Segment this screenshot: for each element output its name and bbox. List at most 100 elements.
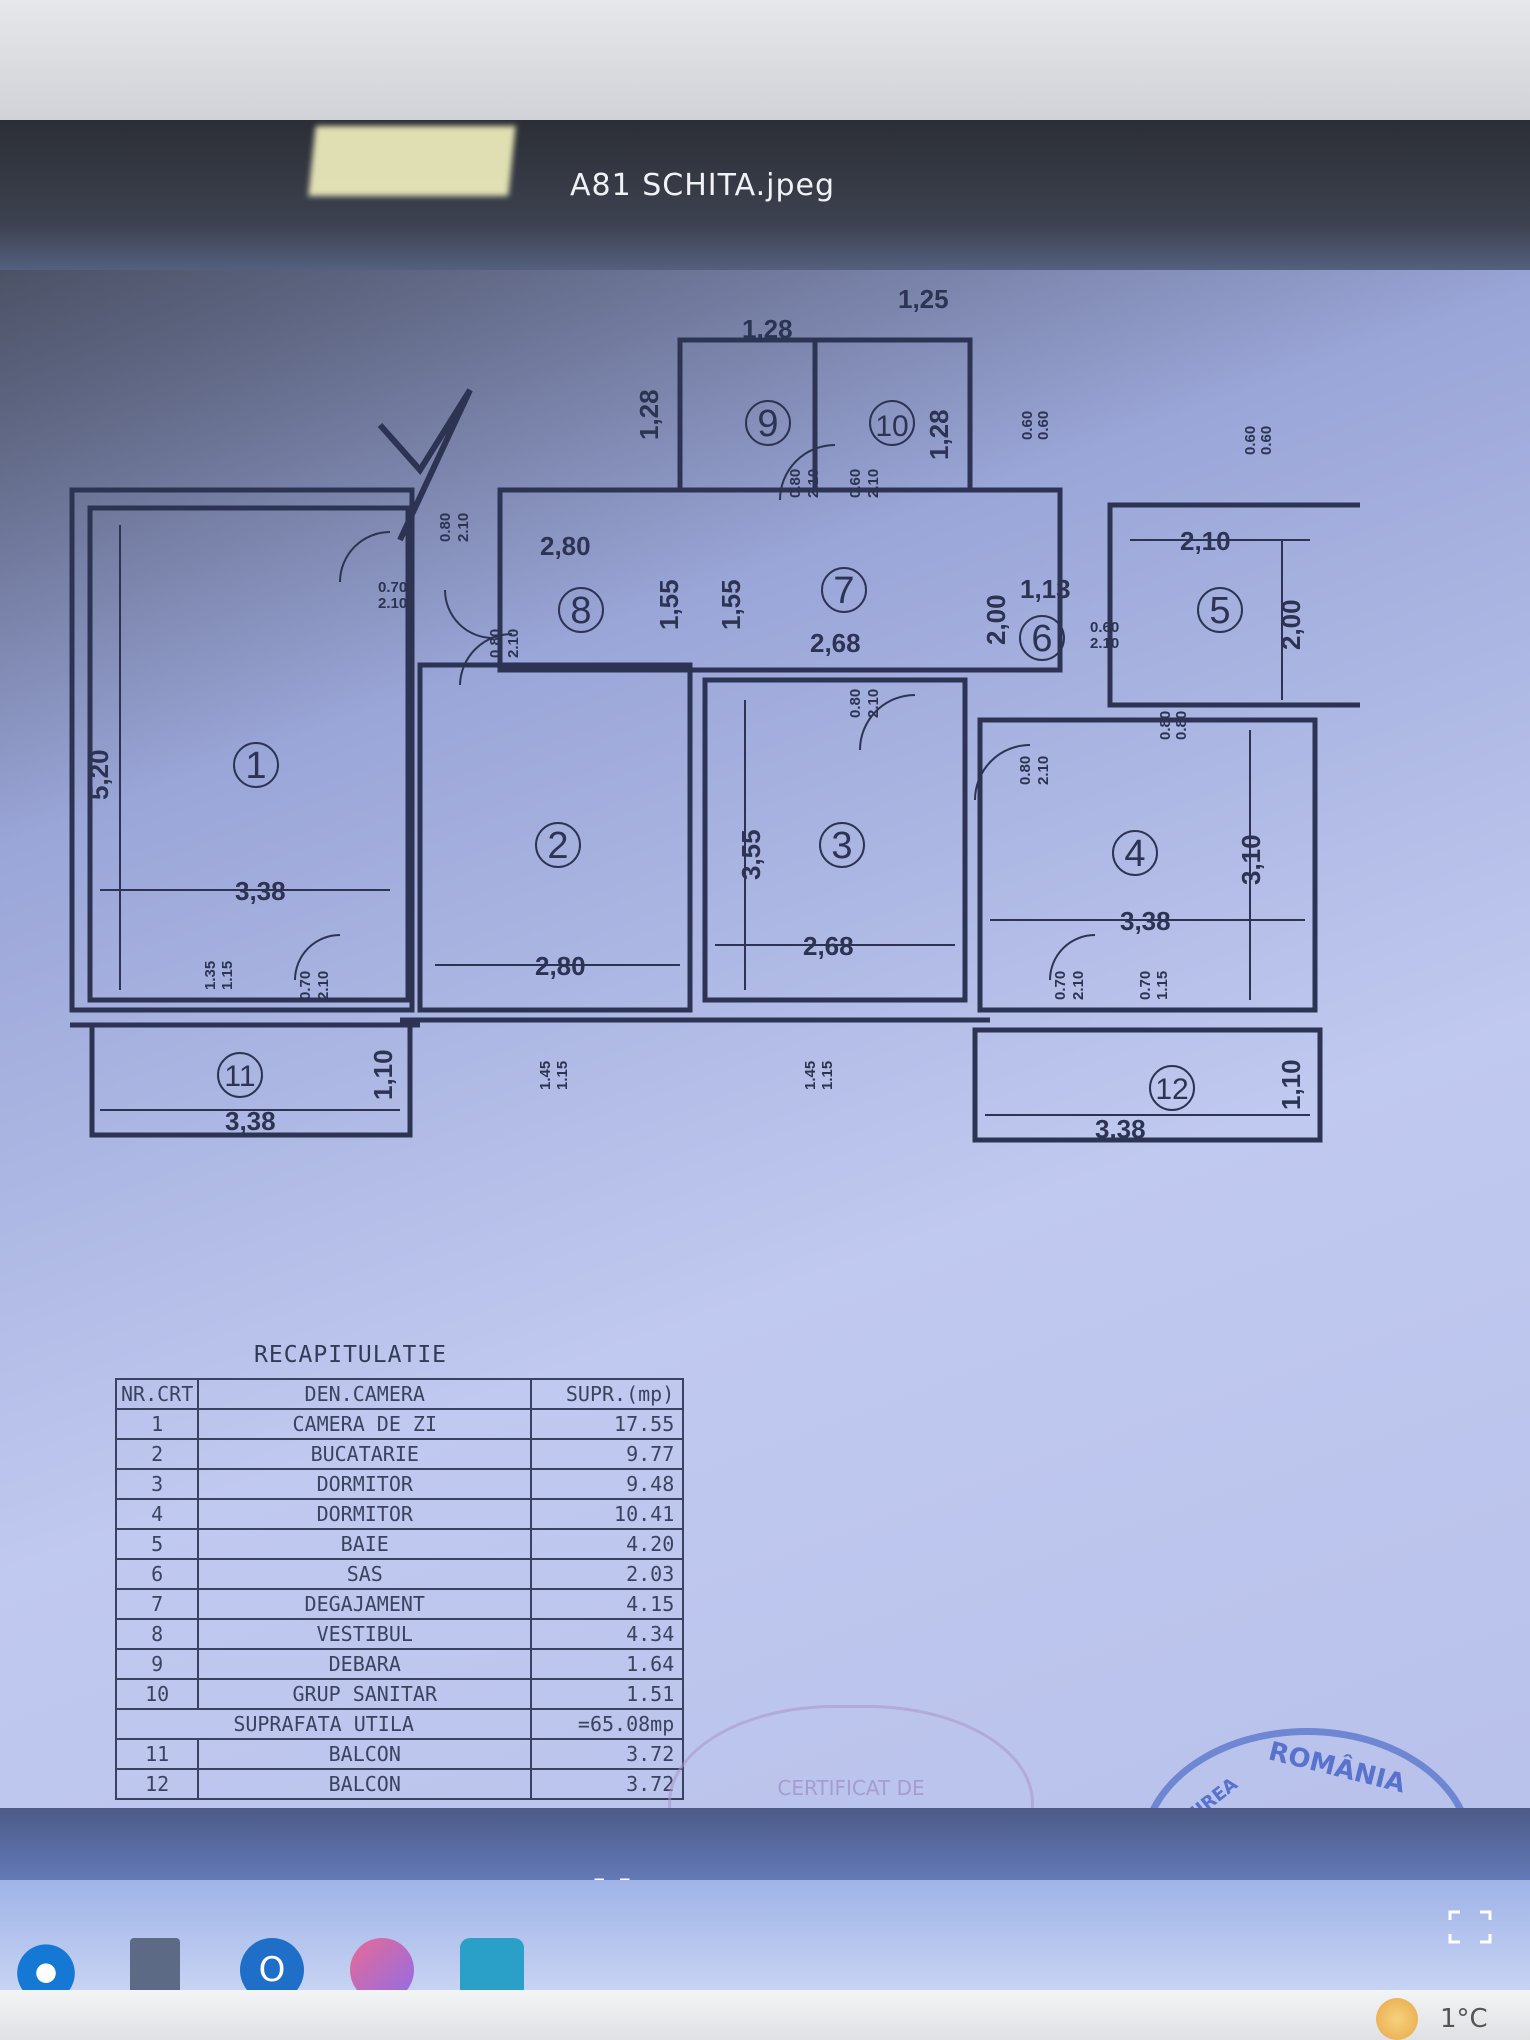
door-height-1: 2.10 <box>455 513 472 542</box>
room-number-8: 8 <box>570 590 591 632</box>
row-nr: 7 <box>114 1588 200 1620</box>
table-header-row: NR.CRT DEN.CAMERA SUPR.(mp) <box>114 1378 685 1410</box>
row-area: 3.72 <box>530 1738 685 1770</box>
seal-text-top: ROMÂNIA <box>1265 1736 1409 1800</box>
door-height-5: 2.10 <box>1090 635 1119 652</box>
dim-3-55: 3,55 <box>736 829 766 880</box>
fullscreen-icon[interactable] <box>1448 1910 1492 1944</box>
header-area: SUPR.(mp) <box>530 1378 685 1410</box>
row-area: 3.72 <box>530 1768 685 1800</box>
recap-title: RECAPITULATIE <box>254 1342 448 1368</box>
door-width-5: 0.60 <box>1090 619 1119 636</box>
window-width-1: 1.35 <box>202 961 219 990</box>
dim-1-28-right: 1,28 <box>924 409 954 460</box>
door-height-8: 2.10 <box>1070 971 1087 1000</box>
row-nr: 11 <box>114 1738 200 1770</box>
monitor-top-bezel <box>0 0 1530 128</box>
monitor-bottom-bezel <box>0 1990 1530 2040</box>
row-nr: 9 <box>114 1648 200 1680</box>
door-width-1: 0.80 <box>437 513 454 542</box>
header-nr: NR.CRT <box>114 1378 200 1410</box>
window-width-2: 1.45 <box>537 1061 554 1090</box>
room-number-10: 10 <box>875 410 908 443</box>
row-area: 9.48 <box>530 1468 685 1500</box>
dim-2-80-top: 2,80 <box>540 531 591 561</box>
door-width-2: 0.70 <box>378 579 407 596</box>
door-width-4: 0.80 <box>847 689 864 718</box>
room-number-6: 6 <box>1031 618 1052 660</box>
viewer-bottom-bar <box>0 1808 1530 1883</box>
header-name: DEN.CAMERA <box>197 1378 533 1410</box>
dim-3-10: 3,10 <box>1236 834 1266 885</box>
cadastre-stamp-text: CERTIFICAT DE <box>777 1776 925 1800</box>
row-area: 4.15 <box>530 1588 685 1620</box>
row-area: 17.55 <box>530 1408 685 1440</box>
row-nr: 10 <box>114 1678 200 1710</box>
room-number-9: 9 <box>757 403 778 445</box>
row-area: 1.51 <box>530 1678 685 1710</box>
dim-1-10-left: 1,10 <box>368 1049 398 1100</box>
dim-3-38-balcony12: 3.38 <box>1095 1114 1146 1144</box>
temperature-readout[interactable]: 1°C <box>1440 2004 1488 2034</box>
dim-5-20: 5,20 <box>84 749 114 800</box>
dim-2-00-room6: 2,00 <box>981 594 1011 645</box>
row-area: 9.77 <box>530 1438 685 1470</box>
dim-2-68-room3: 2,68 <box>803 931 854 961</box>
door-height-10: 2.10 <box>865 469 882 498</box>
row-name: GRUP SANITAR <box>197 1678 533 1710</box>
window-height-7: 0.80 <box>1173 711 1190 740</box>
image-view[interactable]: 1 2 3 4 5 6 7 8 9 10 11 12 5,20 3,3 <box>60 280 1360 1850</box>
dim-2-80-room2: 2,80 <box>535 951 586 981</box>
weather-sun-icon[interactable] <box>1376 1998 1418 2040</box>
window-height-3: 1.15 <box>819 1061 836 1090</box>
row-name: DORMITOR <box>197 1498 533 1530</box>
row-name: VESTIBUL <box>197 1618 533 1650</box>
door-width-10: 0.60 <box>847 469 864 498</box>
row-nr: 4 <box>114 1498 200 1530</box>
window-height-6: 0.60 <box>1258 426 1275 455</box>
window-titlebar <box>0 120 1530 270</box>
door-height-7: 2.10 <box>315 971 332 1000</box>
row-nr: 1 <box>114 1408 200 1440</box>
room-number-11: 11 <box>224 1060 255 1093</box>
window-height-2: 1.15 <box>554 1061 571 1090</box>
dim-1-28-left: 1,28 <box>634 389 664 440</box>
row-name: CAMERA DE ZI <box>197 1408 533 1440</box>
floor-plan: 1 2 3 4 5 6 7 8 9 10 11 12 5,20 3,3 <box>69 284 1360 1144</box>
room-number-5: 5 <box>1209 590 1230 632</box>
door-width-7: 0.70 <box>297 971 314 1000</box>
screen-glare <box>308 126 516 196</box>
total-label: SUPRAFATA UTILA <box>114 1708 533 1740</box>
dim-1-13: 1,13 <box>1020 574 1071 604</box>
door-height-9: 2.10 <box>805 469 822 498</box>
row-nr: 12 <box>114 1768 200 1800</box>
row-area: 1.64 <box>530 1648 685 1680</box>
door-height-2: 2.10 <box>378 595 407 612</box>
dim-1-10-right: 1,10 <box>1276 1059 1306 1110</box>
dim-2-68-top: 2,68 <box>810 628 861 658</box>
row-area: 4.34 <box>530 1618 685 1650</box>
dim-2-00-room5: 2,00 <box>1276 599 1306 650</box>
taskbar <box>0 1880 1530 1990</box>
row-nr: 6 <box>114 1558 200 1590</box>
dim-1-28-top: 1,28 <box>742 314 793 344</box>
dim-1-55-left: 1,55 <box>654 579 684 630</box>
room-number-3: 3 <box>831 825 852 867</box>
row-name: BUCATARIE <box>197 1438 533 1470</box>
room-number-4: 4 <box>1124 833 1145 875</box>
dim-3-38-room1: 3,38 <box>235 876 286 906</box>
door-width-3: 0.80 <box>487 629 504 658</box>
row-nr: 8 <box>114 1618 200 1650</box>
room-number-12: 12 <box>1155 1073 1188 1106</box>
door-width-9: 0.80 <box>787 469 804 498</box>
table-total-row: SUPRAFATA UTILA =65.08mp <box>114 1708 685 1740</box>
